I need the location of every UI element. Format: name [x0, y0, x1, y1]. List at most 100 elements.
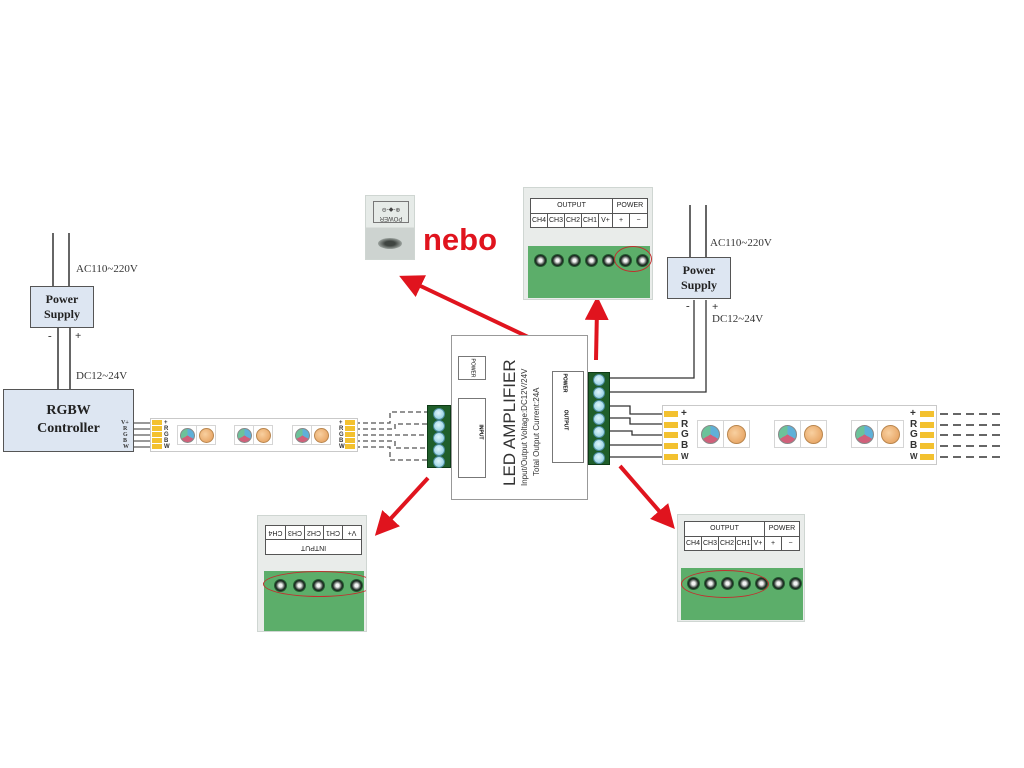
led-pair	[177, 425, 216, 445]
led-amplifier: POWER INPUT LED AMPLIFIER Input/Output V…	[451, 335, 588, 500]
right-strip-dashed-outputs	[940, 413, 1000, 458]
controller-pin-vplus: V+	[121, 420, 129, 426]
amp-voltage: Input/Output Voltage:DC12V/24V	[520, 368, 529, 486]
white-led-icon	[727, 424, 746, 444]
left-strip-in-pin: G	[164, 432, 169, 438]
amp-output-table: OUTPUT POWER	[552, 371, 584, 463]
right-strip-pad	[664, 432, 678, 438]
amp-power-label: POWER	[468, 358, 475, 378]
right-strip-pad	[920, 411, 934, 417]
right-strip-pad	[920, 422, 934, 428]
photo-pin-label: CH4	[685, 537, 702, 551]
screw-icon	[593, 387, 605, 399]
amp-power-socket: POWER	[458, 356, 486, 380]
left-strip-pad	[152, 426, 162, 431]
socket-label-plate: POWER ⊕-◆-⊖	[373, 201, 409, 223]
controller-pin-w: W	[123, 444, 129, 450]
highlight-circle-power	[614, 246, 652, 272]
right-ps-minus: -	[686, 300, 690, 312]
right-strip-out-pin: +	[910, 408, 916, 419]
right-strip-out-pin: W	[910, 452, 918, 461]
left-strip-out-pin: W	[339, 444, 345, 450]
controller-output-wires	[132, 422, 152, 448]
screw-icon	[433, 408, 445, 420]
photo-pin-label: CH4	[268, 529, 283, 536]
arrow-to-output-bottom-photo	[618, 464, 675, 530]
screw-icon	[433, 456, 445, 468]
right-strip-pad	[920, 454, 934, 460]
white-led-icon	[804, 424, 823, 444]
screw-hole	[551, 254, 564, 267]
screw-hole	[585, 254, 598, 267]
amp-output-label: OUTPUT	[562, 409, 569, 431]
controller-title-2: Controller	[37, 421, 100, 436]
input-photo-label-table: INTPUT V+ CH1 CH2 CH3 CH4	[265, 525, 362, 555]
right-strip-pad	[664, 422, 678, 428]
controller-pin-g: G	[123, 432, 128, 438]
output-photo-label-table: OUTPUT POWER CH4 CH3 CH2 CH1 V+ + −	[530, 198, 648, 228]
arrow-to-output-top-photo	[584, 296, 609, 361]
left-strip-in-pin: W	[164, 444, 170, 450]
photo-pin-label: CH1	[323, 525, 342, 539]
right-ps-title-2: Supply	[680, 278, 718, 292]
photo-pin-label: −	[636, 217, 641, 224]
right-strip-pad	[664, 454, 678, 460]
right-strip-pad	[664, 411, 678, 417]
screw-hole	[534, 254, 547, 267]
right-ps-plus: +	[712, 301, 719, 313]
left-strip-pad	[152, 420, 162, 425]
left-strip-pad	[345, 444, 355, 449]
photo-pin-label: CH4	[531, 214, 548, 228]
left-strip-in-pin: B	[164, 438, 169, 444]
photo-pin-label: CH3	[702, 537, 719, 551]
right-strip-out-pin: R	[910, 419, 918, 430]
photo-pin-label: CH2	[719, 537, 736, 551]
white-led-icon	[313, 427, 329, 443]
left-ps-title-1: Power	[45, 292, 79, 306]
socket-power-label: POWER	[379, 215, 403, 221]
amp-title: LED AMPLIFIER	[500, 359, 519, 486]
right-strip-in-pin: +	[681, 408, 687, 419]
white-led-icon	[255, 427, 271, 443]
photo-pin-label: V+	[752, 537, 765, 551]
screw-icon	[593, 374, 605, 386]
amp-input-table: INPUT	[458, 398, 486, 478]
right-dc-wire-minus	[608, 300, 695, 379]
left-ps-title-2: Supply	[43, 307, 81, 321]
photo-pin-label: CH1	[736, 537, 752, 551]
left-power-supply: Power Supply	[30, 286, 94, 328]
output-terminal-photo-top: OUTPUT POWER CH4 CH3 CH2 CH1 V+ + −	[523, 187, 653, 300]
screw-icon	[433, 432, 445, 444]
screw-hole	[772, 577, 785, 590]
screw-icon	[433, 444, 445, 456]
left-strip-pad	[345, 432, 355, 437]
screw-icon	[593, 400, 605, 412]
rgb-led-icon	[778, 424, 797, 444]
photo-pin-label: −	[788, 540, 793, 547]
photo-pin-label: CH2	[565, 214, 582, 228]
right-strip-out-pin: B	[910, 440, 918, 451]
photo-input-header: INTPUT	[300, 544, 327, 551]
rgb-led-icon	[236, 427, 252, 443]
right-ps-title-1: Power	[682, 263, 716, 277]
socket-hole	[378, 238, 402, 249]
right-strip-out-pin: G	[910, 429, 918, 440]
screw-icon	[593, 426, 605, 438]
photo-pin-label: CH3	[548, 214, 565, 228]
rgbw-controller: RGBW Controller	[3, 389, 134, 452]
input-terminal-photo: INTPUT V+ CH1 CH2 CH3 CH4	[257, 515, 367, 632]
photo-output-header: OUTPUT	[531, 199, 613, 213]
right-strip-pad	[920, 432, 934, 438]
rgb-led-icon	[855, 424, 874, 444]
left-strip-pad	[152, 432, 162, 437]
left-strip-in-pin: R	[164, 426, 169, 432]
rgb-led-icon	[179, 427, 195, 443]
amp-output-wires	[608, 405, 662, 458]
left-strip-pad	[345, 420, 355, 425]
left-strip-pad	[152, 444, 162, 449]
left-strip-out-pin: R	[339, 426, 344, 432]
photo-power-header: POWER	[768, 525, 796, 532]
output-terminal-photo-bottom: OUTPUT POWER CH4 CH3 CH2 CH1 V+ + −	[677, 514, 805, 622]
right-strip-in-pin: R	[681, 419, 689, 430]
